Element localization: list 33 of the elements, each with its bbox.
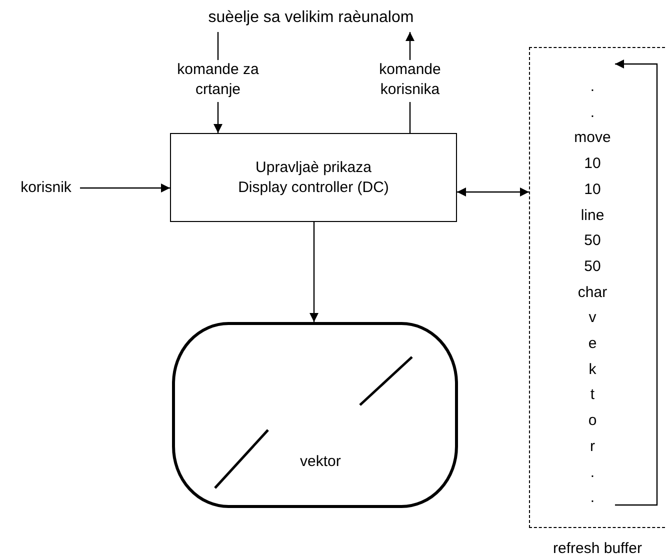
buffer-entry: move <box>574 128 611 148</box>
buffer-entry: line <box>580 206 604 226</box>
connector-line <box>217 32 219 60</box>
buffer-entry: . <box>590 102 595 123</box>
buffer-entry: char <box>578 282 608 303</box>
arrow <box>214 102 222 133</box>
user-commands-label: komande korisnika <box>365 60 455 102</box>
screen-label: vektor <box>300 453 341 471</box>
buffer-entry: e <box>588 334 597 354</box>
buffer-entry: . <box>590 77 595 97</box>
controller-title: Display controller (DC) <box>238 178 389 198</box>
interface-label: suèelje sa velikim raèunalom <box>175 8 447 32</box>
buffer-entry: v <box>588 308 596 328</box>
buffer-entry: t <box>590 385 595 406</box>
arrow <box>310 222 318 322</box>
user-label: korisnik <box>12 178 80 198</box>
arrow <box>406 32 414 60</box>
buffer-entry: 50 <box>584 256 601 277</box>
buffer-entry: o <box>588 411 597 432</box>
arrow <box>457 188 529 196</box>
buffer-entry: 10 <box>584 180 601 200</box>
buffer-entry: 50 <box>584 231 601 252</box>
controller-title: Upravljaè prikaza <box>256 158 372 178</box>
buffer-caption: refresh buffer <box>552 540 643 557</box>
buffer-entry: . <box>590 462 595 483</box>
buffer-entry: 10 <box>584 154 601 174</box>
connector-line <box>409 102 411 133</box>
display-controller-box <box>170 133 457 222</box>
buffer-entry: r <box>590 436 595 457</box>
arrow <box>80 184 170 192</box>
buffer-entry: . <box>590 488 595 508</box>
buffer-entry: k <box>588 360 596 380</box>
draw-commands-label: komande za crtanje <box>163 60 273 102</box>
